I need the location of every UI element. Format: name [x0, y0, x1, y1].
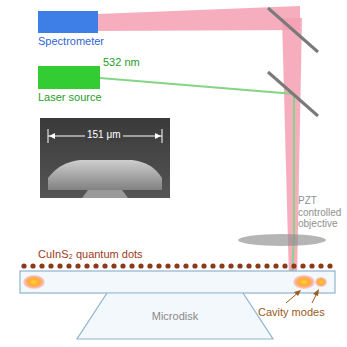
- objective-lens: [238, 234, 326, 246]
- wavelength-label: 532 nm: [103, 56, 140, 69]
- quantum-dot: [120, 263, 125, 268]
- leader-arrowhead: [294, 290, 301, 296]
- dimension-arrowhead: [155, 133, 161, 139]
- sem-pedestal: [82, 190, 128, 198]
- quantum-dot: [237, 263, 242, 268]
- pedestal-text-area: Microdisk: [75, 293, 275, 340]
- quantum-dot: [183, 263, 188, 268]
- quantum-dot: [93, 263, 98, 268]
- cavity-mode: [293, 275, 315, 289]
- dimension-label: 151 μm: [85, 129, 123, 141]
- instrument-block: [38, 11, 98, 33]
- quantum-dot: [201, 263, 206, 268]
- quantum-dot: [84, 263, 89, 268]
- quantum-dot: [255, 263, 260, 268]
- quantum-dot: [273, 263, 278, 268]
- cavity-mode: [23, 275, 45, 289]
- quantum-dot: [219, 263, 224, 268]
- sem-inset: [40, 118, 170, 198]
- dimension-tick: [48, 129, 49, 143]
- quantum-dot: [75, 263, 80, 268]
- quantum-dot: [210, 263, 215, 268]
- quantum-dot: [228, 263, 233, 268]
- laser-box: Laser source: [38, 66, 102, 103]
- instrument-block: [38, 66, 100, 89]
- quantum-dot: [246, 263, 251, 268]
- quantum-dot: [57, 263, 62, 268]
- quantum-dot: [282, 263, 287, 268]
- leader-arrowhead: [313, 289, 319, 296]
- quantum-dot: [309, 263, 314, 268]
- mirror: [268, 72, 318, 116]
- pedestal-shape: [77, 293, 273, 339]
- instrument-name: Spectrometer: [38, 35, 104, 47]
- dimension-arrowhead: [49, 133, 55, 139]
- quantum-dot: [21, 263, 26, 268]
- sem-disk: [48, 160, 162, 190]
- quantum-dot: [300, 263, 305, 268]
- quantum-dot: [138, 263, 143, 268]
- mirror: [268, 8, 318, 52]
- objective-label: PZT controlled objective: [298, 195, 344, 230]
- quantum-dot: [165, 263, 170, 268]
- quantum-dot: [111, 263, 116, 268]
- quantum-dot: [264, 263, 269, 268]
- quantum-dot: [192, 263, 197, 268]
- quantum-dot: [291, 263, 296, 268]
- cavity-label: Cavity modes: [258, 306, 325, 319]
- microdisk-pedestal: Microdisk: [75, 293, 275, 340]
- dimension-tick: [162, 129, 163, 143]
- quantum-dot: [48, 263, 53, 268]
- instrument-name: Laser source: [38, 91, 102, 103]
- quantum-dot: [174, 263, 179, 268]
- quantum-dot: [102, 263, 107, 268]
- quantum-dot: [66, 263, 71, 268]
- quantum-dots: [21, 263, 332, 268]
- quantum-dot: [327, 263, 332, 268]
- quantum-dot: [156, 263, 161, 268]
- quantum-dot: [129, 263, 134, 268]
- leader-line: [286, 291, 300, 303]
- quantum-dot: [30, 263, 35, 268]
- quantum-dot: [39, 263, 44, 268]
- microdisk-top: [20, 271, 335, 293]
- spectrometer-box: Spectrometer: [38, 11, 104, 47]
- quantum-dot: [147, 263, 152, 268]
- material-label: CuInS₂ quantum dots: [38, 248, 143, 261]
- part-name: Microdisk: [152, 310, 198, 322]
- cavity-mode: [315, 277, 327, 287]
- quantum-dot: [318, 263, 323, 268]
